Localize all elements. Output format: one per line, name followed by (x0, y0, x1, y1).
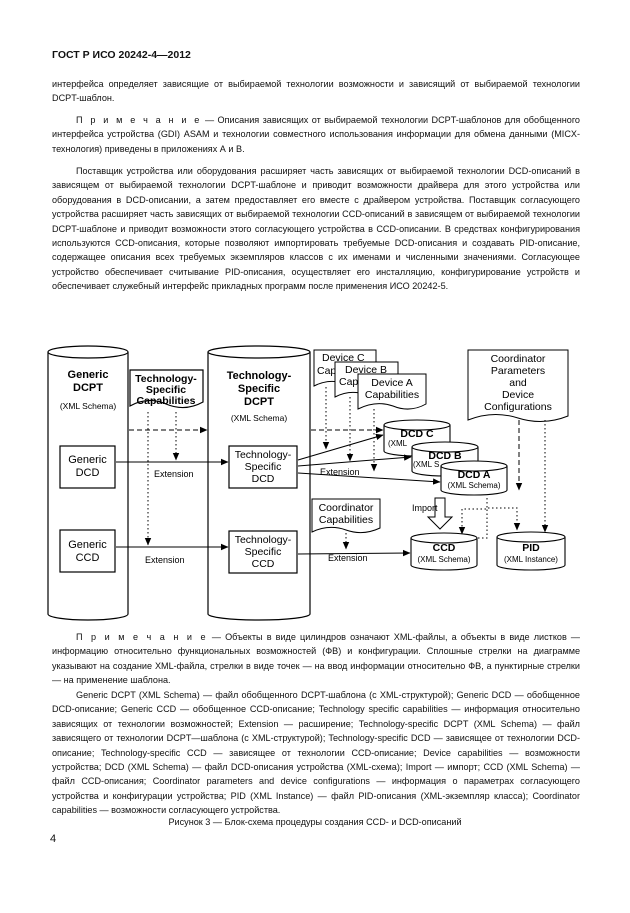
dcd-b-sub: (XML S (413, 460, 439, 469)
coordinator-parameters-sheet: Coordinator Parameters and Device Config… (467, 349, 569, 422)
dcd-c-title: DCD C (400, 428, 434, 440)
coord-params-line-5: Configurations (484, 401, 552, 413)
coord-cap-line-1: Coordinator (319, 502, 374, 514)
ts-ccd-line-1: Technology- (235, 534, 292, 546)
generic-ccd-line-1: Generic (68, 539, 107, 551)
tech-cap-line-3: Capabilities (137, 395, 196, 407)
coord-params-line-4: Device (502, 389, 534, 401)
device-b-line-1: Device B (345, 364, 387, 376)
dcd-a-cylinder: DCD A (XML Schema) (440, 460, 508, 496)
ts-dcd-line-1: Technology- (235, 449, 292, 461)
extension-label-2: Extension (145, 555, 185, 565)
device-a-capabilities-sheet: Device A Capabilities (357, 373, 427, 410)
solid-arrows (116, 433, 441, 557)
generic-dcpt-title-1: Generic (68, 369, 109, 381)
ts-ccd-line-2: Specific (245, 546, 282, 558)
note-1-text: — Описания зависящих от выбираемой техно… (52, 115, 580, 154)
document-header: ГОСТ Р ИСО 20242-4—2012 (52, 49, 191, 61)
page-number: 4 (50, 833, 57, 845)
ts-ccd-box: Technology- Specific CCD (228, 530, 298, 574)
legend-paragraph: Generic DCPT (XML Schema) — файл обобщен… (52, 690, 580, 816)
dcd-c-sub: (XML (388, 439, 408, 448)
tech-specific-capabilities-sheet: Technology- Specific Capabilities (129, 369, 204, 409)
coord-params-line-1: Coordinator (491, 353, 546, 365)
extension-label-3: Extension (320, 467, 360, 477)
import-label: Import (412, 503, 438, 513)
generic-dcpt-title-2: DCPT (73, 382, 103, 394)
pid-cylinder: PID (XML Instance) (496, 531, 566, 571)
device-a-line-2: Capabilities (365, 389, 419, 401)
dcd-a-title: DCD A (458, 469, 491, 481)
generic-dcd-box: Generic DCD (59, 445, 116, 489)
device-c-line-2: Cap (317, 365, 336, 377)
dotted-arrows (144, 387, 549, 550)
device-b-line-2: Cap (339, 376, 358, 388)
ts-dcd-line-2: Specific (245, 461, 282, 473)
generic-dcd-line-2: DCD (76, 467, 100, 479)
generic-dcd-line-1: Generic (68, 454, 107, 466)
ts-dcpt-title-3: DCPT (244, 396, 274, 408)
ts-dcpt-sub: (XML Schema) (231, 413, 288, 423)
coord-cap-line-2: Capabilities (319, 514, 373, 526)
figure-caption: Рисунок 3 — Блок-схема процедуры создани… (168, 817, 462, 827)
extension-label-1: Extension (154, 469, 194, 479)
ccd-title: CCD (433, 542, 456, 554)
extension-label-4: Extension (328, 553, 368, 563)
paragraph-1: интерфейса определяет зависящие от выбир… (52, 79, 580, 104)
note-1: П р и м е ч а н и е — Описания зависящих… (52, 113, 580, 156)
coordinator-capabilities-sheet: Coordinator Capabilities (311, 498, 381, 534)
note-1-label: П р и м е ч а н и е (76, 115, 202, 125)
dcd-b-title: DCD B (428, 450, 462, 462)
ccd-sub: (XML Schema) (417, 555, 470, 564)
coord-params-line-2: Parameters (491, 365, 545, 377)
pid-title: PID (522, 542, 540, 554)
device-a-line-1: Device A (371, 377, 412, 389)
paragraph-2: Поставщик устройства или оборудования ра… (52, 166, 580, 292)
ts-dcpt-title-2: Specific (238, 383, 280, 395)
dcd-a-sub: (XML Schema) (447, 481, 500, 490)
coord-params-line-3: and (509, 377, 527, 389)
tech-cap-line-1: Technology- (135, 373, 197, 385)
generic-dcpt-sub: (XML Schema) (60, 401, 117, 411)
ts-dcd-line-3: DCD (252, 473, 275, 485)
import-arrow (426, 497, 454, 530)
device-c-line-1: Device C (322, 352, 365, 364)
ts-dcd-box: Technology- Specific DCD (228, 445, 298, 489)
ts-dcpt-title-1: Technology- (227, 370, 292, 382)
note-2-text: — Объекты в виде цилиндров означают XML-… (52, 632, 580, 686)
dashed-arrows (129, 420, 523, 491)
pid-sub: (XML Instance) (504, 555, 558, 564)
ts-ccd-line-3: CCD (252, 558, 275, 570)
ccd-cylinder: CCD (XML Schema) (410, 532, 478, 571)
generic-ccd-line-2: CCD (76, 552, 100, 564)
tech-cap-line-2: Specific (146, 384, 186, 396)
note-2: П р и м е ч а н и е — Объекты в виде цил… (52, 630, 580, 688)
note-2-label: П р и м е ч а н и е (76, 632, 208, 642)
generic-ccd-box: Generic CCD (59, 529, 116, 573)
